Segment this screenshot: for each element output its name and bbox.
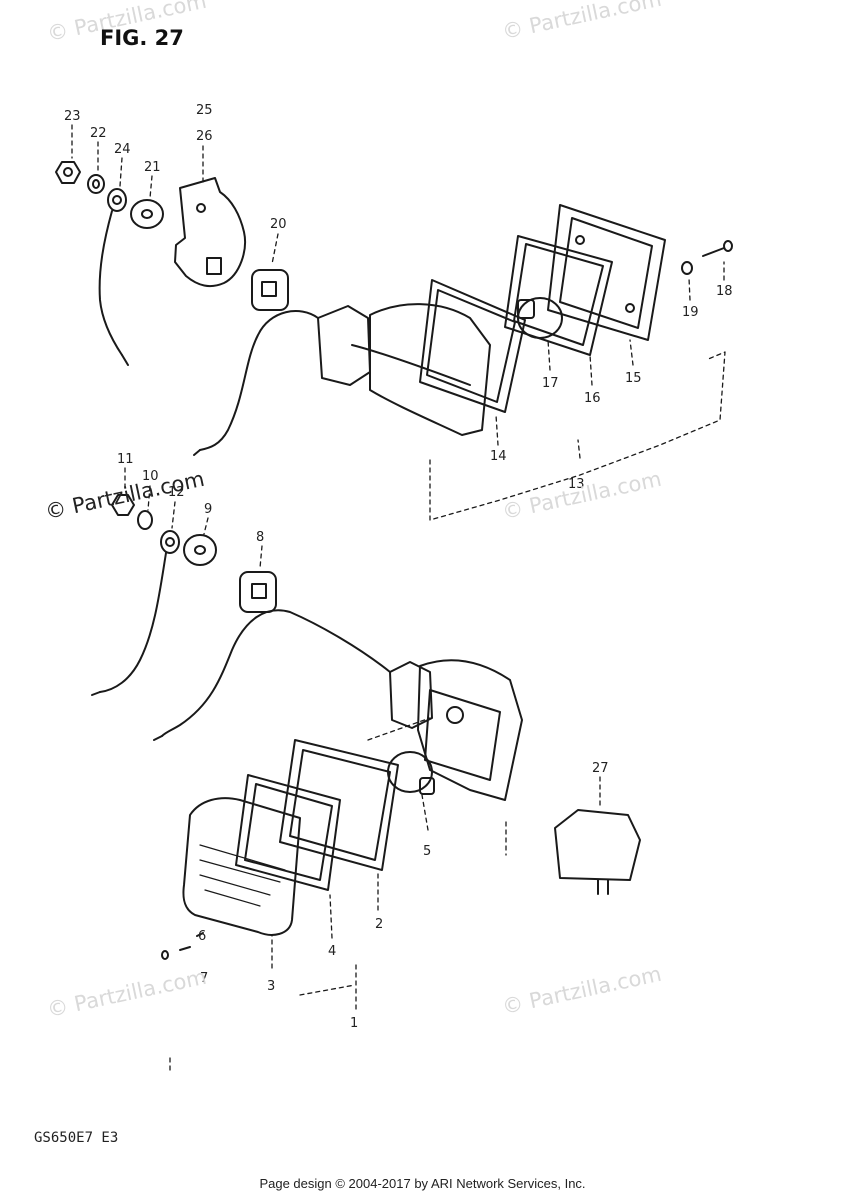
callout-3: 3: [267, 979, 275, 994]
washer-19: [681, 261, 693, 275]
wire-terminal-12: [91, 530, 180, 696]
callout-22: 22: [90, 126, 107, 141]
model-code: GS650E7 E3: [34, 1130, 119, 1146]
callout-18: 18: [716, 284, 733, 299]
gasket-2: [279, 739, 399, 871]
callout-21: 21: [144, 160, 161, 175]
nut-23: [55, 161, 81, 184]
lock-washer-10: [137, 510, 153, 530]
callout-2: 2: [375, 917, 383, 932]
callout-12: 12: [168, 485, 185, 500]
callout-7: 7: [200, 971, 208, 986]
page-footer: Page design © 2004-2017 by ARI Network S…: [259, 1176, 586, 1191]
callout-27: 27: [592, 761, 609, 776]
bracket-25-26: [174, 177, 246, 288]
relay-27: [554, 809, 641, 895]
washer-21: [130, 199, 164, 229]
grommet-20: [251, 269, 289, 311]
callout-25: 25: [196, 103, 213, 118]
wire-terminal-24: [98, 188, 129, 366]
callout-23: 23: [64, 109, 81, 124]
callout-11: 11: [117, 452, 134, 467]
callout-13: 13: [568, 477, 585, 492]
callout-9: 9: [204, 502, 212, 517]
washer-9: [183, 534, 217, 566]
callout-15: 15: [625, 371, 642, 386]
figure-title: FIG. 27: [100, 26, 184, 50]
nut-11: [111, 494, 135, 516]
gasket-16: [504, 235, 613, 356]
callout-20: 20: [270, 217, 287, 232]
callout-14: 14: [490, 449, 507, 464]
screw-6: [161, 932, 204, 960]
callout-19: 19: [682, 305, 699, 320]
callout-5: 5: [423, 844, 431, 859]
callout-24: 24: [114, 142, 131, 157]
lock-washer-22: [87, 174, 105, 194]
callout-8: 8: [256, 530, 264, 545]
gasket-14: [419, 279, 526, 413]
bulb-17: [517, 297, 563, 339]
grommet-8: [239, 571, 277, 613]
turn-signal-body-lower: [153, 609, 523, 801]
callout-16: 16: [584, 391, 601, 406]
callout-4: 4: [328, 944, 336, 959]
turn-signal-body-upper: [193, 303, 491, 456]
screw-18: [702, 240, 733, 257]
lens-15: [547, 204, 666, 341]
callout-17: 17: [542, 376, 559, 391]
callout-26: 26: [196, 129, 213, 144]
lens-3: [182, 797, 301, 936]
callout-10: 10: [142, 469, 159, 484]
callout-6: 6: [198, 929, 206, 944]
callout-1: 1: [350, 1016, 358, 1031]
gasket-4: [235, 774, 341, 891]
